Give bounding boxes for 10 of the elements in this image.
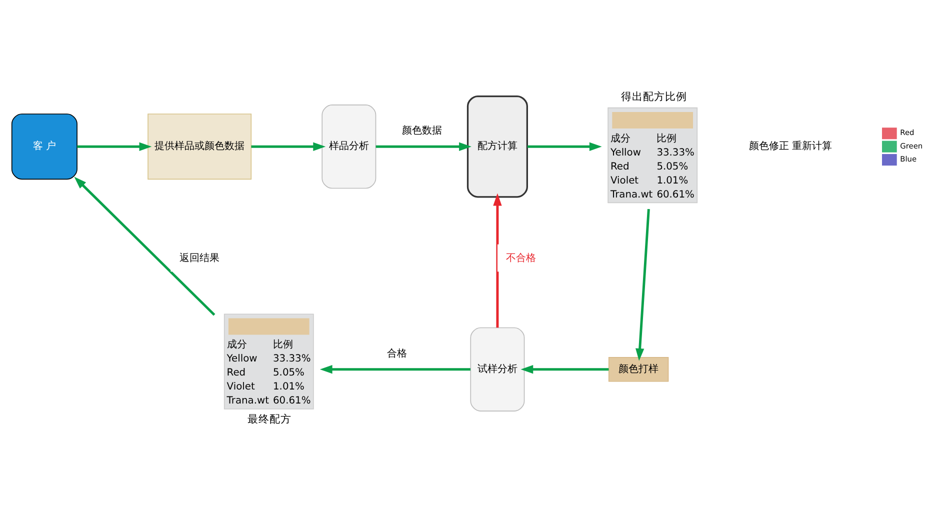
legend-label: Green	[900, 141, 923, 150]
edge-label: 颜色数据	[402, 125, 442, 136]
edge-label: 合格	[387, 348, 408, 360]
node-label: 最终配方	[247, 412, 292, 426]
label: 颜色修正 重新计算	[748, 141, 832, 152]
edge-label: 不合格	[506, 252, 536, 264]
legend-label: Blue	[900, 154, 917, 164]
node-label: 得出配方比例	[620, 90, 687, 103]
legend-label: Red	[900, 128, 914, 138]
edge-label: 返回结果	[179, 252, 220, 264]
